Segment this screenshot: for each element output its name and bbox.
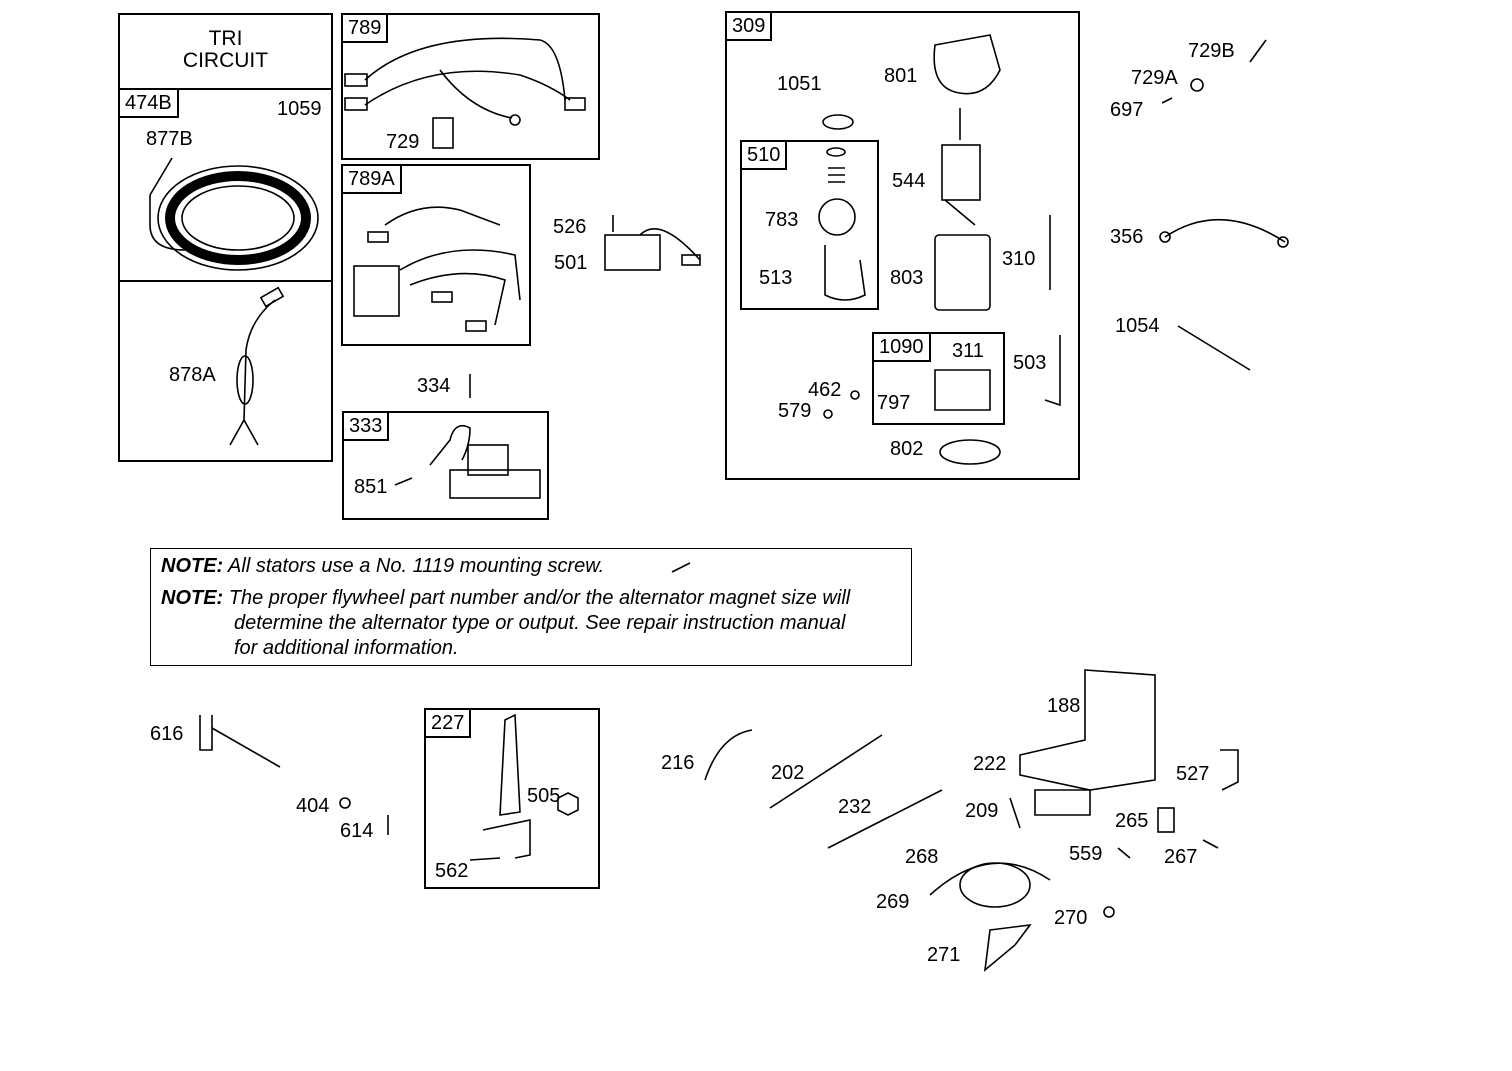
part-label-270: 270 [1054,907,1088,929]
group-1090-box: 1090 [872,332,1005,425]
wire-harness-icon [344,37,586,149]
note-row-1: NOTE: All stators use a No. 1119 mountin… [161,554,604,579]
part-label-851: 851 [354,476,388,498]
part-label-334: 334 [417,375,451,397]
control-rod-icon [199,715,389,835]
part-label-729A: 729A [1131,67,1178,89]
part-label-267: 267 [1164,846,1198,868]
part-label-310: 310 [1002,248,1036,270]
part-label-802: 802 [890,438,924,460]
part-label-188: 188 [1047,695,1081,717]
part-label-265: 265 [1115,810,1149,832]
note-text-2-line-2: determine the alternator type or output.… [234,612,846,634]
mounting-screw-icon [671,562,691,573]
group-878A-box [118,280,333,462]
part-label-232: 232 [838,796,872,818]
part-label-559: 559 [1069,843,1103,865]
tri-circuit-label: TRI CIRCUIT [182,27,269,72]
part-label-222: 222 [973,753,1007,775]
group-333-box: 333 [342,411,549,520]
part-label-579: 579 [778,400,812,422]
group-789A-box: 789A [341,164,531,346]
group-510-box: 510 [740,140,879,310]
part-label-697: 697 [1110,99,1144,121]
part-label-527: 527 [1176,763,1210,785]
part-label-616: 616 [150,723,184,745]
part-label-202: 202 [771,762,805,784]
part-label-614: 614 [340,820,374,842]
throttle-linkage-icon [704,669,1239,972]
part-label-801: 801 [884,65,918,87]
note-label-2: NOTE: [161,587,224,609]
part-label-503: 503 [1013,352,1047,374]
part-label-878A: 878A [169,364,216,386]
group-309-box: 309 [725,11,1080,480]
part-label-505: 505 [527,785,561,807]
part-label-462: 462 [808,379,842,401]
part-label-501: 501 [554,252,588,274]
part-label-783: 783 [765,209,799,231]
part-label-216: 216 [661,752,695,774]
wire-harness-icon [353,206,521,332]
part-label-729B: 729B [1188,40,1235,62]
part-label-356: 356 [1110,226,1144,248]
starter-motor-icon [818,34,1061,465]
group-789A-tag: 789A [341,164,402,194]
note-label-1: NOTE: [161,555,224,577]
part-label-803: 803 [890,267,924,289]
part-label-271: 271 [927,944,961,966]
part-label-562: 562 [435,860,469,882]
group-333-tag: 333 [342,411,390,441]
group-789-tag: 789 [341,13,389,43]
rectifier-icon [604,215,701,271]
part-label-1054: 1054 [1115,315,1160,337]
note-text-1: All stators use a No. 1119 mounting scre… [228,555,605,577]
group-789-box: 789 [341,13,600,160]
part-label-729: 729 [386,131,420,153]
group-510-tag: 510 [740,140,788,170]
group-227-tag: 227 [424,708,472,738]
wire-lead-icon [229,286,285,446]
part-label-544: 544 [892,170,926,192]
part-label-311: 311 [952,340,984,362]
group-1090-tag: 1090 [872,332,931,362]
group-474B-tag: 474B [118,88,179,118]
part-label-1051: 1051 [777,73,822,95]
governor-lever-icon [469,713,579,861]
part-label-1059: 1059 [277,98,322,120]
stator-icon [149,157,319,271]
part-label-209: 209 [965,800,999,822]
note-row-2: NOTE: The proper flywheel part number an… [161,586,850,611]
group-309-tag: 309 [725,11,773,41]
part-label-269: 269 [876,891,910,913]
part-label-404: 404 [296,795,330,817]
group-227-box: 227 [424,708,600,889]
note-text-2-line-3: for additional information. [234,637,459,659]
part-label-797: 797 [877,392,911,414]
part-label-877B: 877B [146,128,193,150]
part-label-268: 268 [905,846,939,868]
note-box: NOTE: All stators use a No. 1119 mountin… [150,548,912,666]
note-text-2-line-1: The proper flywheel part number and/or t… [228,587,851,609]
part-label-513: 513 [759,267,793,289]
small-parts-icon [1159,39,1289,371]
tri-circuit-box: TRI CIRCUIT [118,13,333,90]
ignition-coil-icon [394,424,541,499]
part-label-526: 526 [553,216,587,238]
